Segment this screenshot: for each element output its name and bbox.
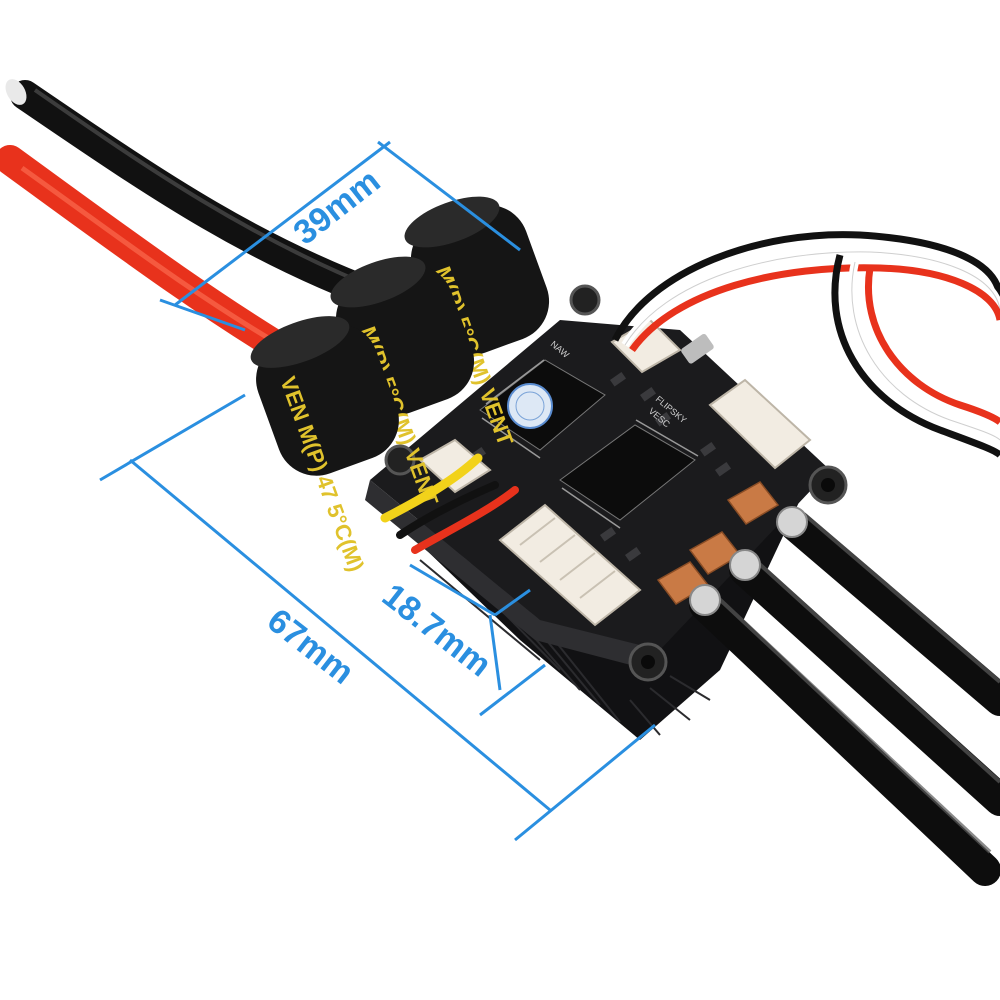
motor-phase-wires: [689, 506, 1000, 886]
wire-tip: [5, 79, 27, 105]
dimension-length: [99, 393, 656, 842]
phase-wire-2: [729, 554, 1000, 816]
phase-wire-1: [779, 509, 1000, 716]
driver-chip: [559, 419, 699, 529]
black-power-wire: [10, 80, 405, 315]
dimension-annotations: [99, 140, 656, 842]
qc-sticker: [507, 383, 553, 429]
dimension-width: [159, 140, 521, 332]
solder-joints: [689, 506, 808, 616]
signal-wires: [380, 453, 519, 554]
power-input-wires: [0, 79, 405, 375]
connector-bottom-large: [498, 503, 642, 627]
usb-port: [681, 333, 714, 364]
phase-wire-3: [689, 589, 1000, 886]
pcb-edge: [365, 480, 660, 670]
esc-board: NAW FLIPSKY VESC: [365, 284, 848, 682]
black-signal-wire: [396, 481, 499, 539]
mcu-chip: [479, 359, 606, 459]
screw-left: [384, 444, 416, 476]
black-wire-highlight: [33, 88, 381, 292]
dimension-height: [409, 563, 546, 717]
connectors: [418, 318, 812, 627]
sensor-cable: [611, 231, 1000, 458]
red-wire-highlight: [20, 165, 282, 348]
mounting-screws: [384, 284, 848, 682]
connector-right: [708, 378, 812, 470]
yellow-signal-wire: [380, 453, 483, 523]
red-signal-wire: [411, 486, 519, 554]
screw-top: [569, 284, 601, 316]
